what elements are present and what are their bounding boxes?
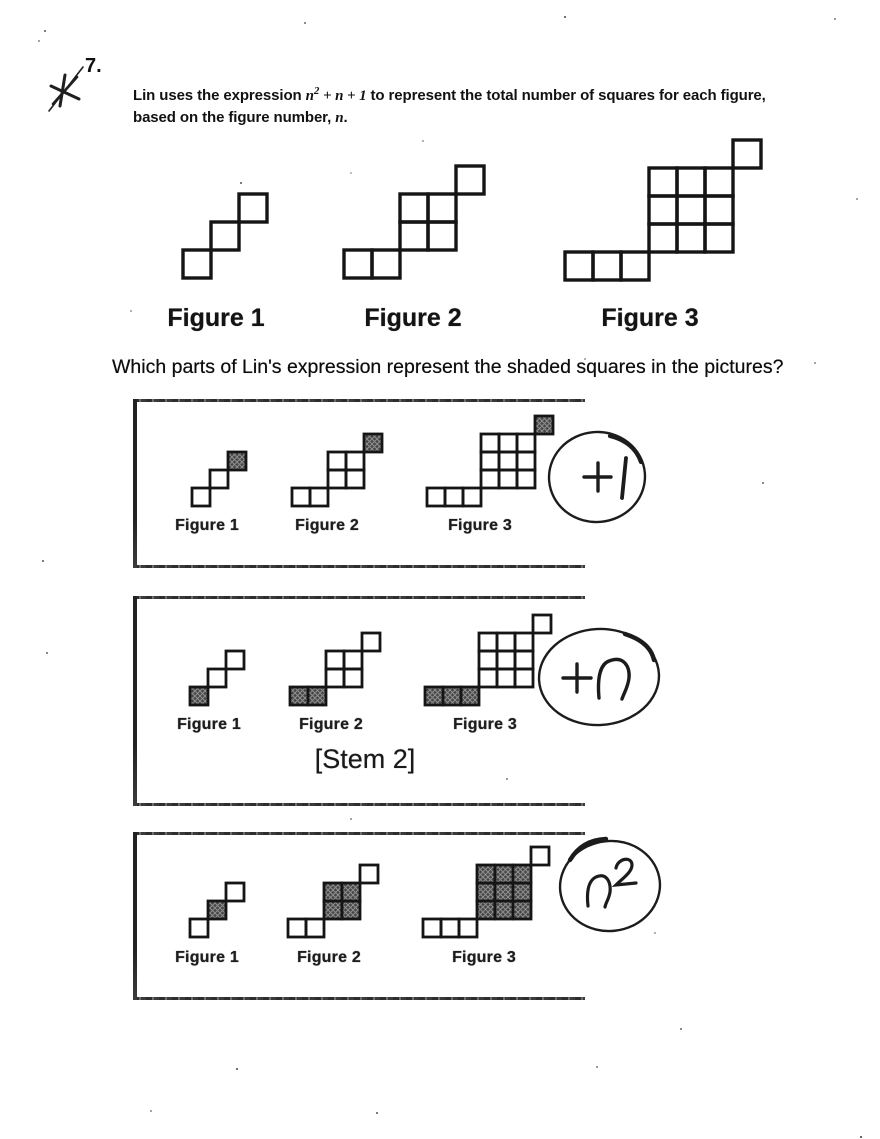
prompt-line-1: Lin uses the expression n2 + n + 1 to re…	[133, 80, 813, 107]
option1-figure-3-label: Figure 3	[448, 517, 512, 534]
prompt-paragraph: Lin uses the expression n2 + n + 1 to re…	[133, 80, 813, 129]
main-figure-1-label: Figure 1	[167, 304, 265, 332]
handwritten-annotation-plus-n	[537, 627, 661, 727]
staircase-figure-1	[181, 192, 269, 280]
option1-figure-1-label: Figure 1	[175, 517, 239, 534]
prompt-line2-pre: based on the figure number,	[133, 109, 336, 126]
option2-figure-1-label: Figure 1	[177, 716, 241, 733]
option-box-plus-n	[133, 596, 585, 806]
option3-staircase-figure-3	[421, 845, 551, 939]
box1-bottom-border	[133, 565, 585, 568]
option2-staircase-figure-2	[288, 631, 382, 707]
staircase-figure-2	[342, 164, 486, 280]
option3-figure-2-label: Figure 2	[297, 949, 361, 966]
box3-left-border	[133, 832, 137, 1000]
box3-bottom-border	[133, 997, 585, 1000]
prompt-line2-period: .	[343, 109, 348, 126]
box3-top-border	[133, 832, 585, 835]
question-number: 7.	[85, 55, 102, 77]
option2-staircase-figure-3	[423, 613, 553, 707]
option1-staircase-figure-2	[290, 432, 384, 508]
option2-figure-3-label: Figure 3	[453, 716, 517, 733]
option-box-n-squared	[133, 832, 585, 1000]
prompt-line1-post: to represent the total number of squares…	[366, 87, 766, 104]
option-box-plus-one	[133, 399, 585, 568]
option2-staircase-figure-1	[188, 649, 246, 707]
option1-staircase-figure-1	[190, 450, 248, 508]
figure-number-var: n	[335, 110, 344, 126]
box2-top-border	[133, 596, 585, 599]
handwritten-annotation-plus-one	[547, 430, 647, 524]
box2-left-border	[133, 596, 137, 806]
main-figure-3-label: Figure 3	[601, 304, 699, 332]
option3-staircase-figure-1	[188, 881, 246, 939]
stem-caption: [Stem 2]	[314, 744, 416, 774]
option2-figure-2-label: Figure 2	[299, 716, 363, 733]
main-figure-2-label: Figure 2	[364, 304, 462, 332]
option3-figure-3-label: Figure 3	[452, 949, 516, 966]
handwritten-star-mark-icon	[48, 66, 84, 112]
option1-figure-2-label: Figure 2	[295, 517, 359, 534]
option3-figure-1-label: Figure 1	[175, 949, 239, 966]
option1-staircase-figure-3	[425, 414, 555, 508]
option3-staircase-figure-2	[286, 863, 380, 939]
prompt-line1-pre: Lin uses the expression	[133, 87, 306, 104]
handwritten-annotation-n-squared	[558, 836, 662, 933]
expression-n: n	[305, 88, 314, 104]
scan-noise-dots	[44, 30, 46, 32]
box2-bottom-border	[133, 803, 585, 806]
staircase-figure-3	[563, 138, 763, 282]
box1-top-border	[133, 399, 585, 402]
box1-left-border	[133, 399, 137, 568]
expression-rest: + n + 1	[319, 88, 367, 104]
expression-exponent: 2	[313, 85, 320, 97]
prompt-line-2: based on the figure number, n.	[133, 107, 813, 129]
question-text: Which parts of Lin's expression represen…	[112, 356, 784, 378]
